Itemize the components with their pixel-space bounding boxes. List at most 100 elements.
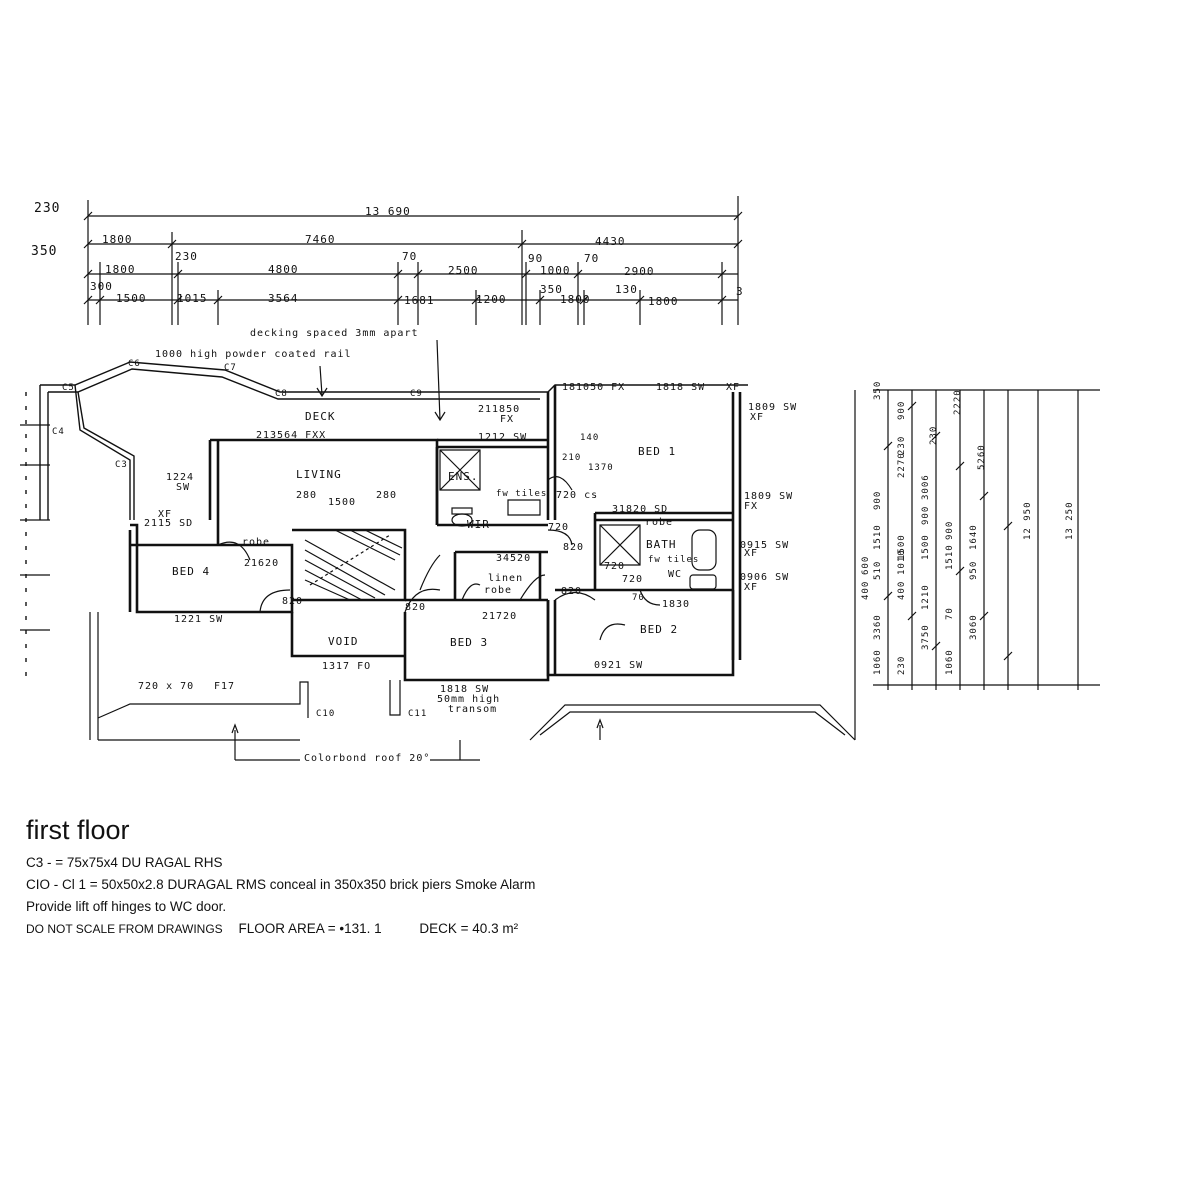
window-void: 1317 FO — [322, 661, 371, 672]
room-deck: DECK — [305, 410, 336, 423]
right-dim-label: 1210 — [921, 584, 931, 610]
roof-outline — [89, 339, 856, 761]
dim-140: 140 — [580, 433, 599, 443]
room-wir: WIR — [467, 518, 490, 531]
note-line-2: CIO - Cl 1 = 50x50x2.8 DURAGAL RMS conce… — [26, 877, 536, 892]
dim-280a: 280 — [296, 490, 317, 501]
door-wc: 720 — [622, 574, 643, 585]
dim-r3-b: 1500 — [116, 292, 147, 305]
window-bath-b: XF — [744, 548, 758, 559]
window-bed1-right: 1809 SW — [748, 402, 797, 413]
column-c11: C11 — [408, 709, 427, 719]
note-line-3: Provide lift off hinges to WC door. — [26, 899, 227, 914]
room-bed1: BED 1 — [638, 445, 676, 458]
door-robe3: 21720 — [482, 611, 517, 622]
window-bed1-right2: 1809 SW — [744, 491, 793, 502]
robe-bed4: robe — [242, 537, 270, 548]
column-c3: C3 — [115, 460, 128, 470]
dim-210: 210 — [562, 453, 581, 463]
window-2: 211850 — [478, 404, 520, 415]
window-bed4-sd: 2115 SD — [144, 518, 193, 529]
window-bed1-top2b: XF — [726, 382, 740, 393]
door-3: 720 — [548, 522, 569, 533]
window-bed1-top: 181050 FX — [562, 382, 625, 393]
window-wc-b: XF — [744, 582, 758, 593]
dim-r2-b: 230 — [175, 250, 198, 263]
beam-grade: F17 — [214, 681, 235, 692]
right-dim-label: 1500 — [921, 534, 931, 560]
window-robe-sd: 31820 SD — [612, 504, 668, 515]
right-dim-label: 3060 — [969, 614, 979, 640]
right-dim-label: 1060 — [945, 649, 955, 675]
ens-tiles: fw tiles — [496, 489, 547, 499]
dim-70: 70 — [632, 593, 645, 603]
right-dim-label: 510 — [873, 561, 883, 580]
floor-plan-drawing: 230 350 13 690 1800 7460 4430 1800 230 4… — [20, 196, 1100, 764]
transom-note-3: transom — [448, 704, 497, 715]
right-dim-label: 400 — [897, 581, 907, 600]
dim-r3-c: 1015 — [177, 292, 208, 305]
linen-cupboard: linen — [488, 573, 523, 584]
right-dim-label: 1510 — [945, 544, 955, 570]
door-bed4: 820 — [282, 596, 303, 607]
dim-r2-h: 70 — [584, 252, 599, 265]
right-dim-label: 230 — [929, 426, 939, 445]
dim-280b: 280 — [376, 490, 397, 501]
column-c9: C9 — [410, 389, 423, 399]
column-c5: C5 — [62, 383, 75, 393]
scale-warning: DO NOT SCALE FROM DRAWINGS — [26, 922, 223, 936]
dim-r1-c: 4430 — [595, 235, 626, 248]
rail-note: 1000 high powder coated rail — [155, 349, 352, 360]
dim-1500: 1500 — [328, 497, 356, 508]
column-c7: C7 — [224, 363, 237, 373]
window-ens: 1212 SW — [478, 432, 527, 443]
transom-note-1: 1818 SW — [440, 684, 489, 695]
dim-r3-g: 350 — [540, 283, 563, 296]
dim-r3-e: 1681 — [404, 294, 435, 307]
right-dim-label: 950 — [969, 561, 979, 580]
right-dim-label: 900 — [897, 401, 907, 420]
walls — [128, 385, 742, 682]
room-living: LIVING — [296, 468, 342, 481]
drawing-title: first floor — [26, 815, 130, 845]
dim-r3-f: 1200 — [476, 293, 507, 306]
dim-r2-c: 4800 — [268, 263, 299, 276]
window-bed1-right-b: XF — [750, 412, 764, 423]
door-robe4: 21620 — [244, 558, 279, 569]
dim-r2-e: 2500 — [448, 264, 479, 277]
dim-r3-k: 3 — [736, 285, 744, 298]
note-line-4: DO NOT SCALE FROM DRAWINGS FLOOR AREA = … — [26, 918, 535, 940]
right-dim-label: 900 — [921, 506, 931, 525]
window-bed2-bottom: 0921 SW — [594, 660, 643, 671]
room-bed4: BED 4 — [172, 565, 210, 578]
right-dim-label: 1500 — [897, 534, 907, 560]
dim-left-230: 230 — [34, 201, 60, 216]
right-dim-label: 1510 — [873, 524, 883, 550]
note-line-1: C3 - = 75x75x4 DU RAGAL RHS — [26, 855, 223, 870]
column-c8: C8 — [275, 389, 288, 399]
window-living-left: 1224 — [166, 472, 194, 483]
right-dim-label: 3750 — [921, 624, 931, 650]
room-bed2: BED 2 — [640, 623, 678, 636]
right-dim-label: 13 250 — [1065, 501, 1075, 540]
dim-r2-i: 2900 — [624, 265, 655, 278]
right-dim-label: 400 — [861, 581, 871, 600]
dim-left-350: 350 — [31, 244, 57, 259]
dim-r1-b: 7460 — [305, 233, 336, 246]
dim-r2-f: 90 — [528, 252, 543, 265]
right-dim-label: 70 — [945, 607, 955, 620]
window-bed1-top2: 1818 SW — [656, 382, 705, 393]
window-linen: 34520 — [496, 553, 531, 564]
right-dim-label: 1010 — [897, 549, 907, 575]
column-c10: C10 — [316, 709, 335, 719]
room-void: VOID — [328, 635, 359, 648]
robe-bed3: robe — [484, 585, 512, 596]
dim-total: 13 690 — [365, 205, 411, 218]
right-dim-label: 2220 — [953, 389, 963, 415]
robe-bed1: robe — [645, 517, 673, 528]
door-bed3: 820 — [405, 602, 426, 613]
window-living-left-b: SW — [176, 482, 190, 493]
dim-r2-a: 1800 — [105, 263, 136, 276]
right-dimension-lines — [20, 389, 1100, 690]
